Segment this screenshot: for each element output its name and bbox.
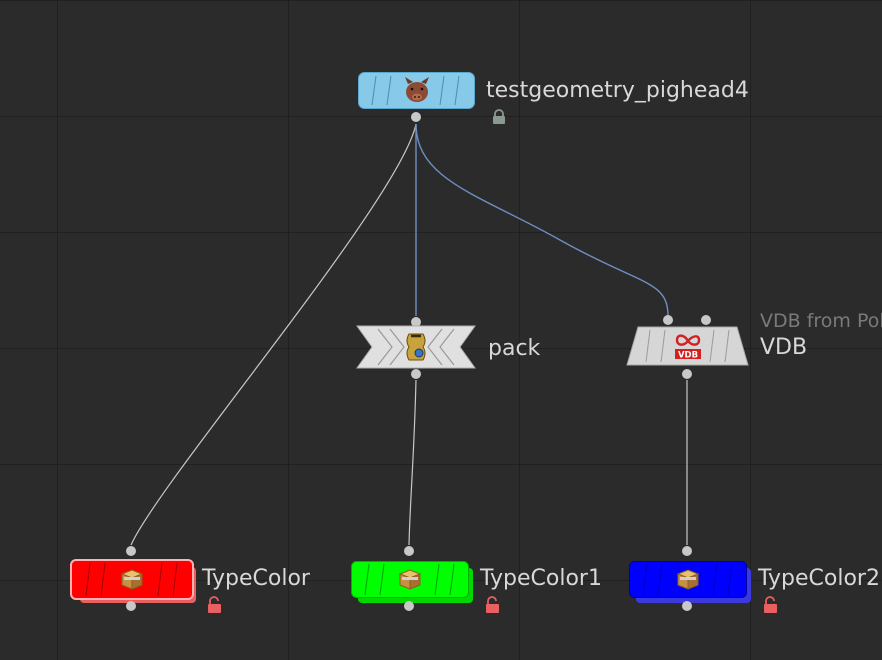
- node-label-typecolor: TypeColor: [202, 566, 310, 591]
- node-label-pack: pack: [488, 336, 541, 361]
- wire-pighead-to-vdb[interactable]: [415, 123, 669, 317]
- node-body[interactable]: [626, 326, 749, 366]
- svg-text:VDB: VDB: [678, 351, 698, 361]
- package-icon: [676, 569, 700, 590]
- unlock-icon[interactable]: [762, 596, 779, 614]
- wire-pighead-to-typecolor[interactable]: [130, 123, 417, 546]
- output-port-pack[interactable]: [411, 369, 421, 379]
- node-testgeometry-pighead4[interactable]: [358, 72, 475, 109]
- node-typecolor1[interactable]: [351, 561, 475, 605]
- output-port-typecolor2[interactable]: [682, 601, 692, 611]
- pig-head-icon: [405, 77, 429, 102]
- node-vdb[interactable]: VDB: [626, 326, 749, 366]
- unlock-icon[interactable]: [206, 596, 223, 614]
- package-icon: [398, 569, 422, 590]
- package-icon: [120, 569, 144, 590]
- input-port-typecolor2[interactable]: [682, 546, 692, 556]
- output-port-vdb[interactable]: [682, 369, 692, 379]
- input-port-vdb-2[interactable]: [701, 315, 711, 325]
- node-label-testgeometry-pighead4: testgeometry_pighead4: [486, 78, 749, 103]
- node-typecolor[interactable]: [70, 559, 198, 605]
- output-port-typecolor[interactable]: [126, 601, 136, 611]
- node-pack[interactable]: [356, 325, 476, 369]
- input-port-pack[interactable]: [411, 317, 421, 327]
- pack-icon: [406, 333, 426, 361]
- input-port-typecolor1[interactable]: [404, 546, 414, 556]
- input-port-typecolor[interactable]: [126, 546, 136, 556]
- node-label-typecolor2: TypeColor2: [758, 566, 880, 591]
- output-port-pighead[interactable]: [411, 112, 421, 122]
- vdb-icon: VDB: [675, 334, 701, 361]
- input-port-vdb-1[interactable]: [663, 315, 673, 325]
- wire-pack-to-typecolor1[interactable]: [408, 379, 417, 546]
- node-label-typecolor1: TypeColor1: [480, 566, 602, 591]
- node-sublabel-vdb: VDB from Pol: [760, 310, 882, 332]
- output-port-typecolor1[interactable]: [404, 601, 414, 611]
- lock-icon[interactable]: [491, 109, 507, 125]
- node-typecolor2[interactable]: [629, 561, 753, 605]
- unlock-icon[interactable]: [484, 596, 501, 614]
- node-label-vdb: VDB: [760, 335, 808, 360]
